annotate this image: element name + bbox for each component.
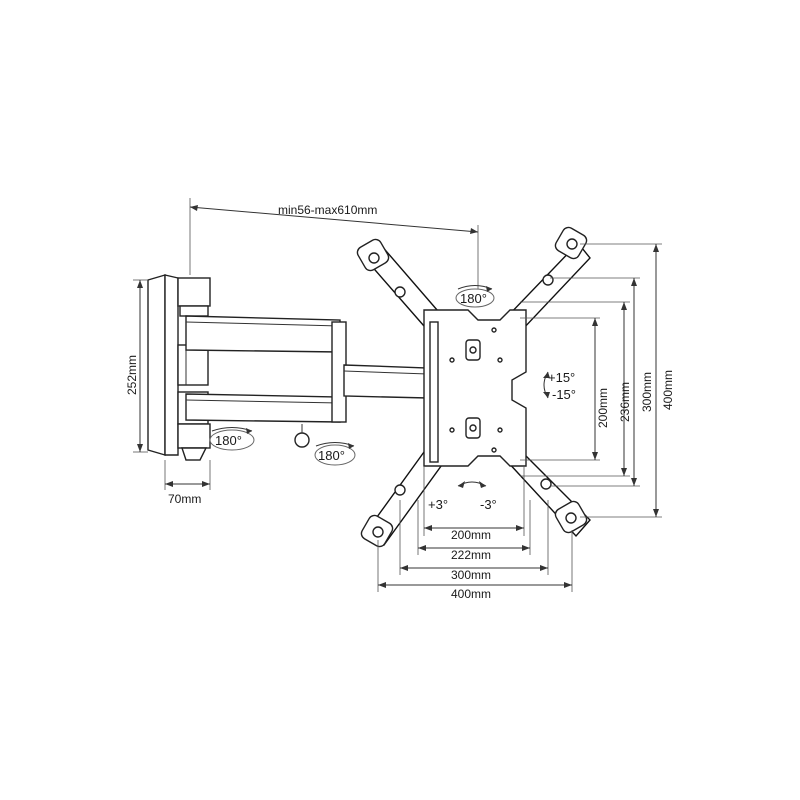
vesa-400-horizontal-label: 400mm [451,587,491,601]
arm-extension-label: min56-max610mm [278,203,377,217]
wall-plate-height-dimension: 252mm [125,279,148,453]
wall-plate-width-label: 70mm [168,492,201,506]
level-callout: +3° -3° [428,481,497,512]
vesa-300-horizontal-label: 300mm [451,568,491,582]
vertical-dimensions: 200mm 236mm 300mm 400mm [520,243,675,518]
tilt-callout: +15° -15° [543,370,576,402]
rotation-arm-label: 180° [318,448,345,463]
vesa-200-vertical-label: 200mm [596,388,610,428]
vesa-200-horizontal-label: 200mm [451,528,491,542]
rotation-arm-callout: 180° [314,442,356,466]
articulating-arm [185,315,429,448]
tilt-down-label: -15° [552,387,576,402]
vesa-300-vertical-label: 300mm [640,372,654,412]
vesa-222-horizontal-label: 222mm [451,548,491,562]
wall-plate-width-dimension: 70mm [164,460,211,506]
arm-extension-dimension: min56-max610mm [189,198,479,290]
rotation-wall-callout: 180° [209,427,255,451]
level-plus-label: +3° [428,497,448,512]
wall-plate-height-label: 252mm [125,355,139,395]
rotation-wall-label: 180° [215,433,242,448]
rotation-top-callout: 180° [455,285,495,308]
vesa-236-vertical-label: 236mm [618,382,632,422]
vesa-400-vertical-label: 400mm [661,370,675,410]
tilt-up-label: +15° [548,370,575,385]
horizontal-dimensions: 200mm 222mm 300mm 400mm [377,466,573,601]
wall-plate [147,274,211,461]
level-minus-label: -3° [480,497,497,512]
rotation-top-label: 180° [460,291,487,306]
